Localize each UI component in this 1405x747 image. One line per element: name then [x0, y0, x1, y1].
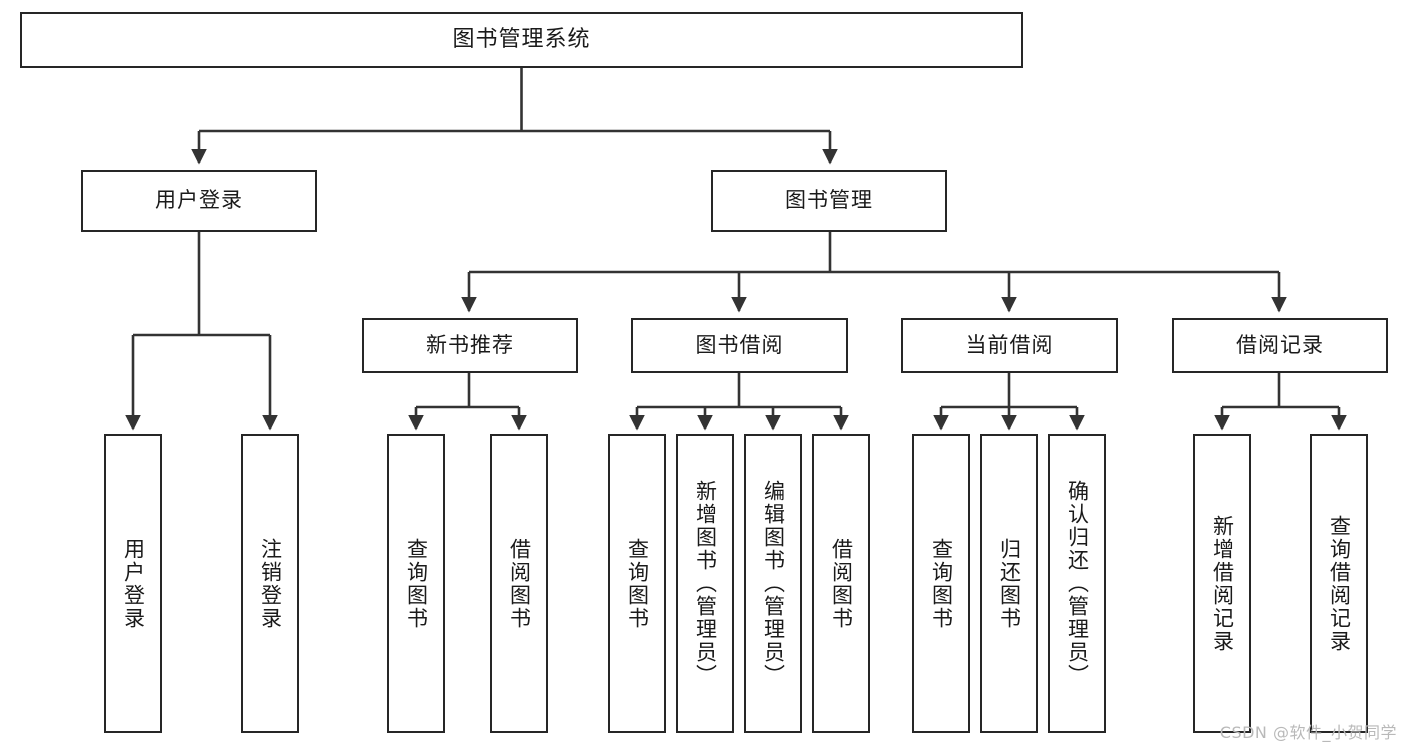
node-user-login[interactable]: 用户登录	[81, 170, 317, 232]
leaf-current-confirm-return-label: 确认归还（管理员）	[1065, 480, 1090, 687]
leaf-logout[interactable]: 注销登录	[241, 434, 299, 733]
leaf-borrow-borrow-book[interactable]: 借阅图书	[812, 434, 870, 733]
leaf-records-query-record-label: 查询借阅记录	[1327, 514, 1352, 653]
leaf-records-add-record[interactable]: 新增借阅记录	[1193, 434, 1251, 733]
leaf-records-add-record-label: 新增借阅记录	[1210, 514, 1235, 653]
leaf-records-query-record[interactable]: 查询借阅记录	[1310, 434, 1368, 733]
node-book-borrow[interactable]: 图书借阅	[631, 318, 848, 373]
leaf-newbook-borrow-book-label: 借阅图书	[507, 537, 532, 630]
leaf-user-login[interactable]: 用户登录	[104, 434, 162, 733]
node-book-borrow-label: 图书借阅	[695, 332, 784, 357]
leaf-current-return-book[interactable]: 归还图书	[980, 434, 1038, 733]
leaf-borrow-edit-book[interactable]: 编辑图书（管理员）	[744, 434, 802, 733]
leaf-logout-label: 注销登录	[258, 537, 283, 630]
leaf-current-confirm-return[interactable]: 确认归还（管理员）	[1048, 434, 1106, 733]
node-borrow-records[interactable]: 借阅记录	[1172, 318, 1388, 373]
leaf-current-query-book-label: 查询图书	[929, 537, 954, 630]
leaf-borrow-add-book-label: 新增图书（管理员）	[693, 480, 718, 687]
leaf-borrow-add-book[interactable]: 新增图书（管理员）	[676, 434, 734, 733]
leaf-user-login-label: 用户登录	[121, 537, 146, 630]
node-borrow-records-label: 借阅记录	[1236, 332, 1324, 357]
leaf-borrow-query-book-label: 查询图书	[625, 537, 650, 630]
leaf-borrow-edit-book-label: 编辑图书（管理员）	[761, 480, 786, 687]
node-root[interactable]: 图书管理系统	[20, 12, 1023, 68]
node-user-login-label: 用户登录	[155, 188, 243, 213]
node-current-borrow[interactable]: 当前借阅	[901, 318, 1118, 373]
leaf-current-return-book-label: 归还图书	[997, 537, 1022, 630]
leaf-borrow-query-book[interactable]: 查询图书	[608, 434, 666, 733]
node-current-borrow-label: 当前借阅	[965, 332, 1054, 357]
leaf-newbook-query-book-label: 查询图书	[404, 537, 429, 630]
leaf-newbook-query-book[interactable]: 查询图书	[387, 434, 445, 733]
leaf-newbook-borrow-book[interactable]: 借阅图书	[490, 434, 548, 733]
node-book-management[interactable]: 图书管理	[711, 170, 947, 232]
node-new-book-recommend-label: 新书推荐	[426, 332, 514, 357]
leaf-current-query-book[interactable]: 查询图书	[912, 434, 970, 733]
node-root-label: 图书管理系统	[452, 26, 591, 52]
node-new-book-recommend[interactable]: 新书推荐	[362, 318, 578, 373]
node-book-management-label: 图书管理	[785, 188, 873, 213]
leaf-borrow-borrow-book-label: 借阅图书	[829, 537, 854, 630]
